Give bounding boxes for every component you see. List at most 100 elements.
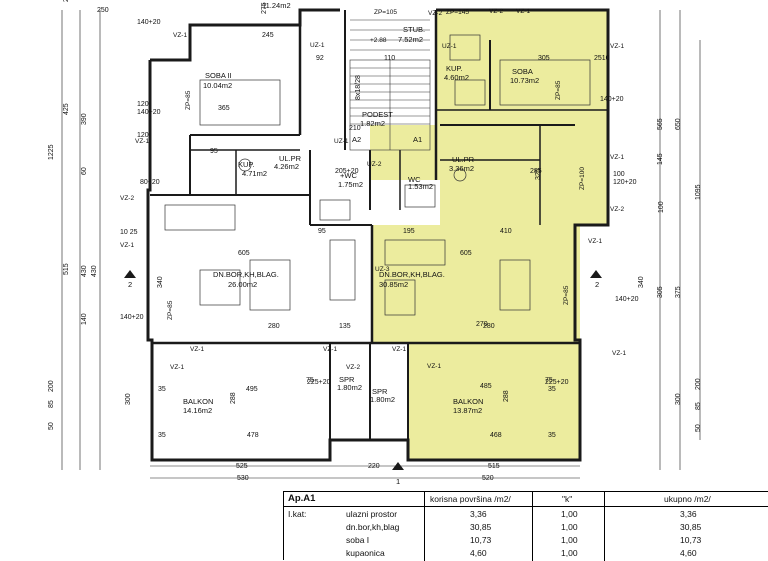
dims-d650: 650 — [675, 118, 682, 130]
dims-d340a: 340 — [157, 276, 164, 288]
dims-d50a: 50 — [48, 422, 55, 430]
dims-d468: 468 — [490, 432, 502, 439]
dims-d35c: 35 — [158, 432, 166, 439]
table-title: Ap.A1 — [288, 493, 316, 504]
tags-vz1-b: VZ-1 — [610, 43, 624, 50]
dims-d515b: 515 — [488, 463, 500, 470]
secs-sec-right: 2 — [595, 280, 599, 289]
dims-d478: 478 — [247, 432, 259, 439]
dims-d75a: 75 — [306, 377, 314, 384]
dims-d530: 530 — [237, 475, 249, 482]
dims-d28: 28 — [63, 0, 70, 2]
dims-d280a: 280 — [268, 323, 280, 330]
tags-uz1-c: UZ-1 — [334, 138, 349, 145]
area-table: Ap.A1 korisna površina /m2/ "k" ukupno /… — [283, 491, 768, 561]
room-labels: SOBA II10.04m211.24m2SOBA10.73m2KUP.4.60… — [183, 1, 539, 415]
tags-zp145: ZP=145 — [446, 9, 469, 16]
section-markers — [124, 270, 602, 470]
labels-a2-label: A2 — [352, 135, 361, 144]
col-k-header: "k" — [562, 494, 573, 504]
dims-d200a: 200 — [48, 380, 55, 392]
row-area: 4,60 — [470, 548, 487, 558]
tags-zp100: ZP=100 — [579, 167, 586, 190]
labels-soba-name: SOBA — [512, 67, 533, 76]
dims-d225-20b: 225+20 — [545, 379, 569, 386]
labels-ulpr-left-area: 4.26m2 — [274, 162, 299, 171]
dims-d145: 145 — [657, 153, 664, 165]
tags-vz1-c: VZ-1 — [135, 138, 149, 145]
dims-d375: 375 — [675, 286, 682, 298]
col-area-header: korisna površina /m2/ — [430, 494, 511, 504]
labels-stub-area: 7.52m2 — [398, 35, 423, 44]
dims-d80-20: 80+20 — [140, 179, 160, 186]
labels-dn-right-area: 30.85m2 — [379, 280, 408, 289]
row-total: 10,73 — [680, 535, 702, 545]
labels-dn-left-area: 26.00m2 — [228, 280, 257, 289]
dims-d1095: 1095 — [695, 184, 702, 200]
tags-uz3-a: UZ-3 — [375, 266, 390, 273]
tags-vz1-f: VZ-1 — [588, 238, 602, 245]
row-name: dn.bor,kh,blag — [346, 522, 400, 532]
labels-balkon-left-name: BALKON — [183, 397, 213, 406]
dims-d1225: 1225 — [48, 144, 55, 160]
tags-elev: +2.88 — [370, 37, 387, 44]
labels-ulpr-right-area: 3.36m2 — [449, 164, 474, 173]
dims-d120-20: 120+20 — [613, 179, 637, 186]
dims-d50b: 50 — [695, 424, 702, 432]
dims-d275: 275 — [261, 2, 268, 14]
col-total-header: ukupno /m2/ — [664, 494, 711, 504]
row-total: 4,60 — [680, 548, 697, 558]
labels-kup-left-name: KUP. — [238, 160, 255, 169]
labels-soba2-area: 10.04m2 — [203, 81, 232, 90]
tags-vz1-h: VZ-1 — [190, 346, 204, 353]
dims-d140-20c: 140+20 — [600, 96, 624, 103]
dims-d110: 110 — [384, 55, 395, 62]
tags-vz2-d: VZ-2 — [346, 364, 360, 371]
labels-wc-right-area: 1.53m2 — [408, 182, 433, 191]
dims-d140-20d: 140+20 — [120, 314, 144, 321]
labels-balkon-left-area: 14.16m2 — [183, 406, 212, 415]
tags-vz1-j: VZ-1 — [427, 363, 441, 370]
staircase — [349, 19, 431, 151]
row-name: ulazni prostor — [346, 509, 398, 519]
tags-vz1-a: VZ-1 — [173, 32, 187, 39]
dims-d140-20a: 140+20 — [137, 19, 161, 26]
row-total: 30,85 — [680, 522, 702, 532]
tags-zp85a: ZP=85 — [185, 90, 192, 110]
dims-d2510: 2510 — [594, 55, 610, 62]
dims-d18-28: 8x18/28 — [355, 75, 362, 100]
dims-d245: 245 — [262, 32, 274, 39]
tags-vz2-c: VZ-2 — [610, 206, 624, 213]
dims-d200b: 200 — [695, 378, 702, 390]
dims-d140-20e: 140+20 — [615, 296, 639, 303]
dims-d1025: 10 25 — [120, 229, 138, 236]
tags-uz2-a: UZ-2 — [367, 161, 382, 168]
labels-spr-right-name: SPR — [372, 387, 388, 396]
dims-d300b: 300 — [675, 393, 682, 405]
labels-wc-right-name: WC — [408, 175, 421, 184]
row-area: 30,85 — [470, 522, 492, 532]
dims-d205-20: 205+20 — [335, 168, 359, 175]
dims-d60: 60 — [81, 167, 88, 175]
dims-d495: 495 — [246, 386, 258, 393]
floor-label: I.kat: — [288, 509, 307, 519]
dims-d210: 210 — [349, 125, 361, 132]
dims-d325: 325 — [535, 168, 542, 180]
tags-vz2-b: VZ-2 — [120, 195, 134, 202]
dims-d305: 305 — [657, 286, 664, 298]
tags-uz1-a: UZ-1 — [310, 42, 325, 49]
dims-d95a: 95 — [318, 228, 326, 235]
dims-d75b: 75 — [545, 377, 553, 384]
labels-balkon-right-name: BALKON — [453, 397, 483, 406]
tags-vz1-i: VZ-1 — [170, 364, 184, 371]
dims-d120b: 120 — [137, 132, 149, 139]
row-k: 1,00 — [561, 535, 578, 545]
tags-zp85d: ZP=85 — [563, 285, 570, 305]
dims-d100a: 100 — [613, 171, 625, 178]
tags-zp105: ZP=105 — [374, 9, 397, 16]
tags-vz1-k: VZ-1 — [516, 8, 530, 15]
dimension-lines — [61, 10, 701, 479]
